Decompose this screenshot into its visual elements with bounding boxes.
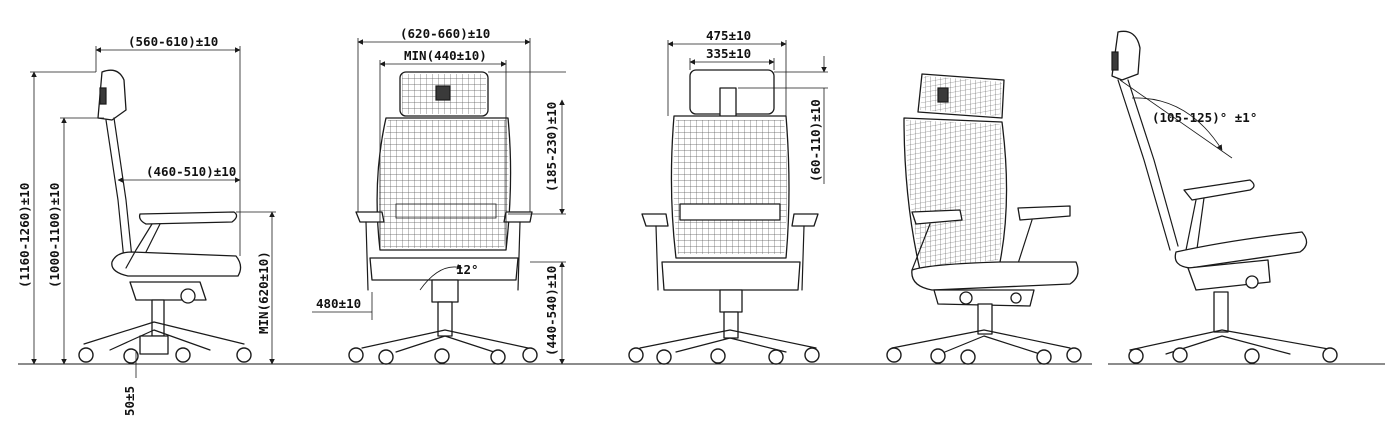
tilt-angle-label: 12° bbox=[456, 262, 479, 277]
recline-view bbox=[1111, 30, 1338, 364]
side-view bbox=[30, 46, 276, 378]
back-height-label: (1000-1100)±10 bbox=[47, 183, 62, 288]
headrest-adjust-label: (60-110)±10 bbox=[808, 99, 823, 182]
overall-width-label: (620-660)±10 bbox=[400, 26, 490, 41]
inner-width-min-label: MIN(440±10) bbox=[404, 48, 487, 63]
back-view bbox=[628, 40, 828, 365]
seat-width-label: 480±10 bbox=[316, 296, 361, 311]
recline-angle-label: (105-125)° ±1° bbox=[1152, 110, 1257, 125]
headrest-range-label: (185-230)±10 bbox=[544, 102, 559, 192]
perspective-view bbox=[886, 73, 1082, 365]
overall-height-label: (1160-1260)±10 bbox=[17, 183, 32, 288]
wheel-clearance-label: 50±5 bbox=[122, 386, 137, 416]
seat-height-min-label: MIN(620±10) bbox=[256, 251, 271, 334]
seat-depth-label: (460-510)±10 bbox=[146, 164, 236, 179]
headrest-width-label: 335±10 bbox=[706, 46, 751, 61]
armrest-height-label: (440-540)±10 bbox=[544, 266, 559, 356]
back-width-label: 475±10 bbox=[706, 28, 751, 43]
overall-depth-label: (560-610)±10 bbox=[128, 34, 218, 49]
front-view bbox=[312, 38, 566, 365]
